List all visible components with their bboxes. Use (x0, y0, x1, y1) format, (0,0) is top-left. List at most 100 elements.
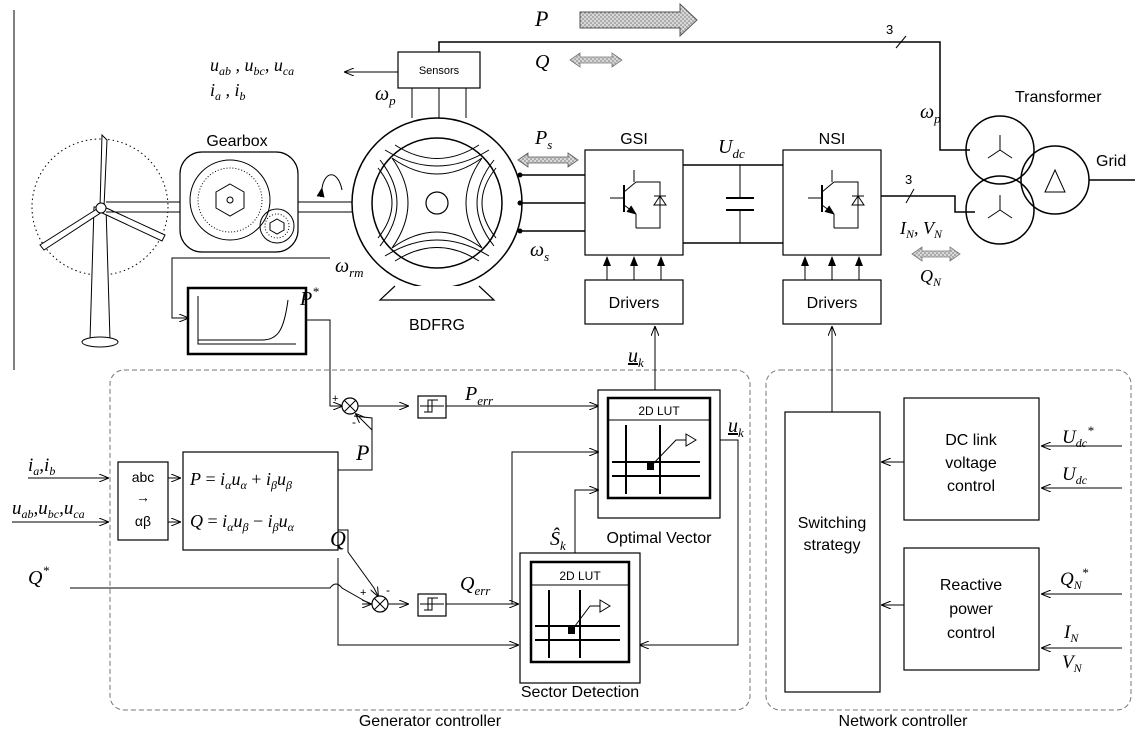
generator-controller-region (109, 369, 751, 711)
three-phase-tick-mid (905, 188, 915, 204)
switching-label-1: Switching (798, 515, 866, 532)
p-equation: P = iαuα + iβuβ (189, 469, 292, 492)
reactive-power-control-block (903, 547, 1040, 671)
q-flow-arrow (569, 52, 623, 68)
q-star-wire (70, 583, 371, 605)
drivers-nsi-label: Drivers (807, 295, 858, 312)
transformer (965, 115, 1090, 245)
omega-s-label: ωs (530, 239, 549, 264)
udc-input-label: Udc (1062, 464, 1088, 487)
sk-label: Ŝk (550, 526, 566, 553)
p-signal-label: P (355, 440, 369, 465)
dc-label-1: DC link (945, 432, 998, 449)
dc-label-2: voltage (945, 455, 997, 472)
three-mid: 3 (905, 172, 912, 187)
in-vn-label: IN, VN (899, 218, 943, 241)
mppt-axes (197, 296, 296, 345)
mppt-curve (198, 299, 289, 341)
q-top-label: Q (535, 51, 550, 73)
transform-arrow-icon: → (136, 489, 150, 505)
omega-rm-label: ωrm (335, 255, 364, 280)
lut2-label: 2D LUT (559, 569, 601, 583)
dc-label-3: control (947, 478, 995, 495)
p-star-label: P* (299, 284, 319, 310)
q-err-to-ov (511, 452, 598, 604)
three-top: 3 (886, 22, 893, 37)
wind-turbine (31, 133, 180, 348)
network-controller-region (765, 369, 1132, 711)
three-phase-tick-top (895, 35, 907, 49)
rotation-arrow (316, 174, 343, 198)
gearbox (179, 151, 299, 253)
mppt-curve-block (186, 286, 308, 356)
in-input-label: IN (1063, 622, 1079, 645)
sensors-label: Sensors (419, 65, 460, 77)
hysteresis-q-icon (424, 597, 438, 611)
q-to-sector (337, 558, 518, 645)
lut1-grid-icon (608, 419, 710, 494)
rp-label-2: power (949, 601, 993, 618)
abc-ab-transform (117, 461, 169, 541)
bdfrg-machine (351, 117, 523, 301)
nsi-to-transformer (881, 195, 975, 213)
nsi-box (782, 149, 882, 256)
q-err-label: Qerr (460, 573, 491, 598)
qn-label: QN (920, 266, 942, 289)
ia-ib-label: ia,ib (28, 455, 55, 478)
nsi-transistor-icon (808, 170, 865, 229)
switching-label-2: strategy (804, 537, 861, 554)
omega-rm-feed (171, 257, 330, 318)
lut2-grid-icon (531, 584, 629, 658)
gsi-label: GSI (620, 131, 648, 148)
plus-1: + (332, 393, 338, 405)
switching-strategy-block (784, 411, 881, 693)
minus-1: - (352, 415, 356, 429)
gsi-box (584, 149, 684, 256)
drivers-gsi-label: Drivers (609, 295, 660, 312)
qn-star-input-label: QN* (1060, 565, 1089, 592)
optimal-vector-label: Optimal Vector (607, 530, 713, 547)
uk-right-label: uk (728, 415, 744, 440)
ps-label: Ps (534, 127, 552, 152)
omega-p-right: ωp (920, 101, 941, 126)
sector-detection-label: Sector Detection (521, 684, 639, 701)
p-top-label: P (534, 6, 548, 31)
p-err-label: Perr (464, 383, 494, 408)
network-controller-label: Network controller (839, 713, 969, 730)
minus-2: - (386, 583, 390, 597)
uab-input-label: uab,ubc,uca (12, 498, 85, 521)
hysteresis-p-icon (424, 399, 438, 413)
p-star-wire (306, 319, 342, 406)
vn-input-label: VN (1062, 652, 1083, 675)
uk-top-label: uk (628, 345, 644, 370)
nsi-label: NSI (819, 131, 846, 148)
q-star-label: Q* (28, 563, 49, 589)
lut1-label: 2D LUT (638, 404, 680, 418)
gsi-transistor-icon (610, 170, 667, 229)
sk-to-ov (574, 490, 598, 553)
dc-link-control-block (903, 397, 1040, 521)
rp-label-1: Reactive (940, 577, 1002, 594)
grid-label: Grid (1096, 153, 1126, 170)
q-equation: Q = iαuβ − iβuα (190, 511, 295, 534)
sensor-out-voltages: uab , ubc, uca (210, 55, 294, 78)
rp-label-3: control (947, 625, 995, 642)
bdfrg-label: BDFRG (409, 317, 465, 334)
udc-label: Udc (718, 136, 745, 161)
transformer-label: Transformer (1015, 89, 1102, 106)
ps-flow-arrow (517, 152, 579, 168)
qn-flow-arrow (911, 246, 961, 262)
grid-line-top (438, 41, 970, 151)
gearbox-label: Gearbox (206, 133, 267, 150)
omega-p-left: ωp (375, 83, 396, 108)
u-ab-symbol: u (210, 55, 219, 75)
generator-controller-label: Generator controller (359, 713, 502, 730)
p-feedback-arrow (356, 414, 373, 431)
uk-feedback (640, 439, 739, 645)
abc-label: abc (132, 469, 155, 485)
sensor-out-currents: ia , ib (210, 80, 246, 103)
power-calc-block (182, 451, 339, 551)
q-feedback-wire (338, 529, 378, 596)
q-signal-label: Q (330, 526, 346, 551)
